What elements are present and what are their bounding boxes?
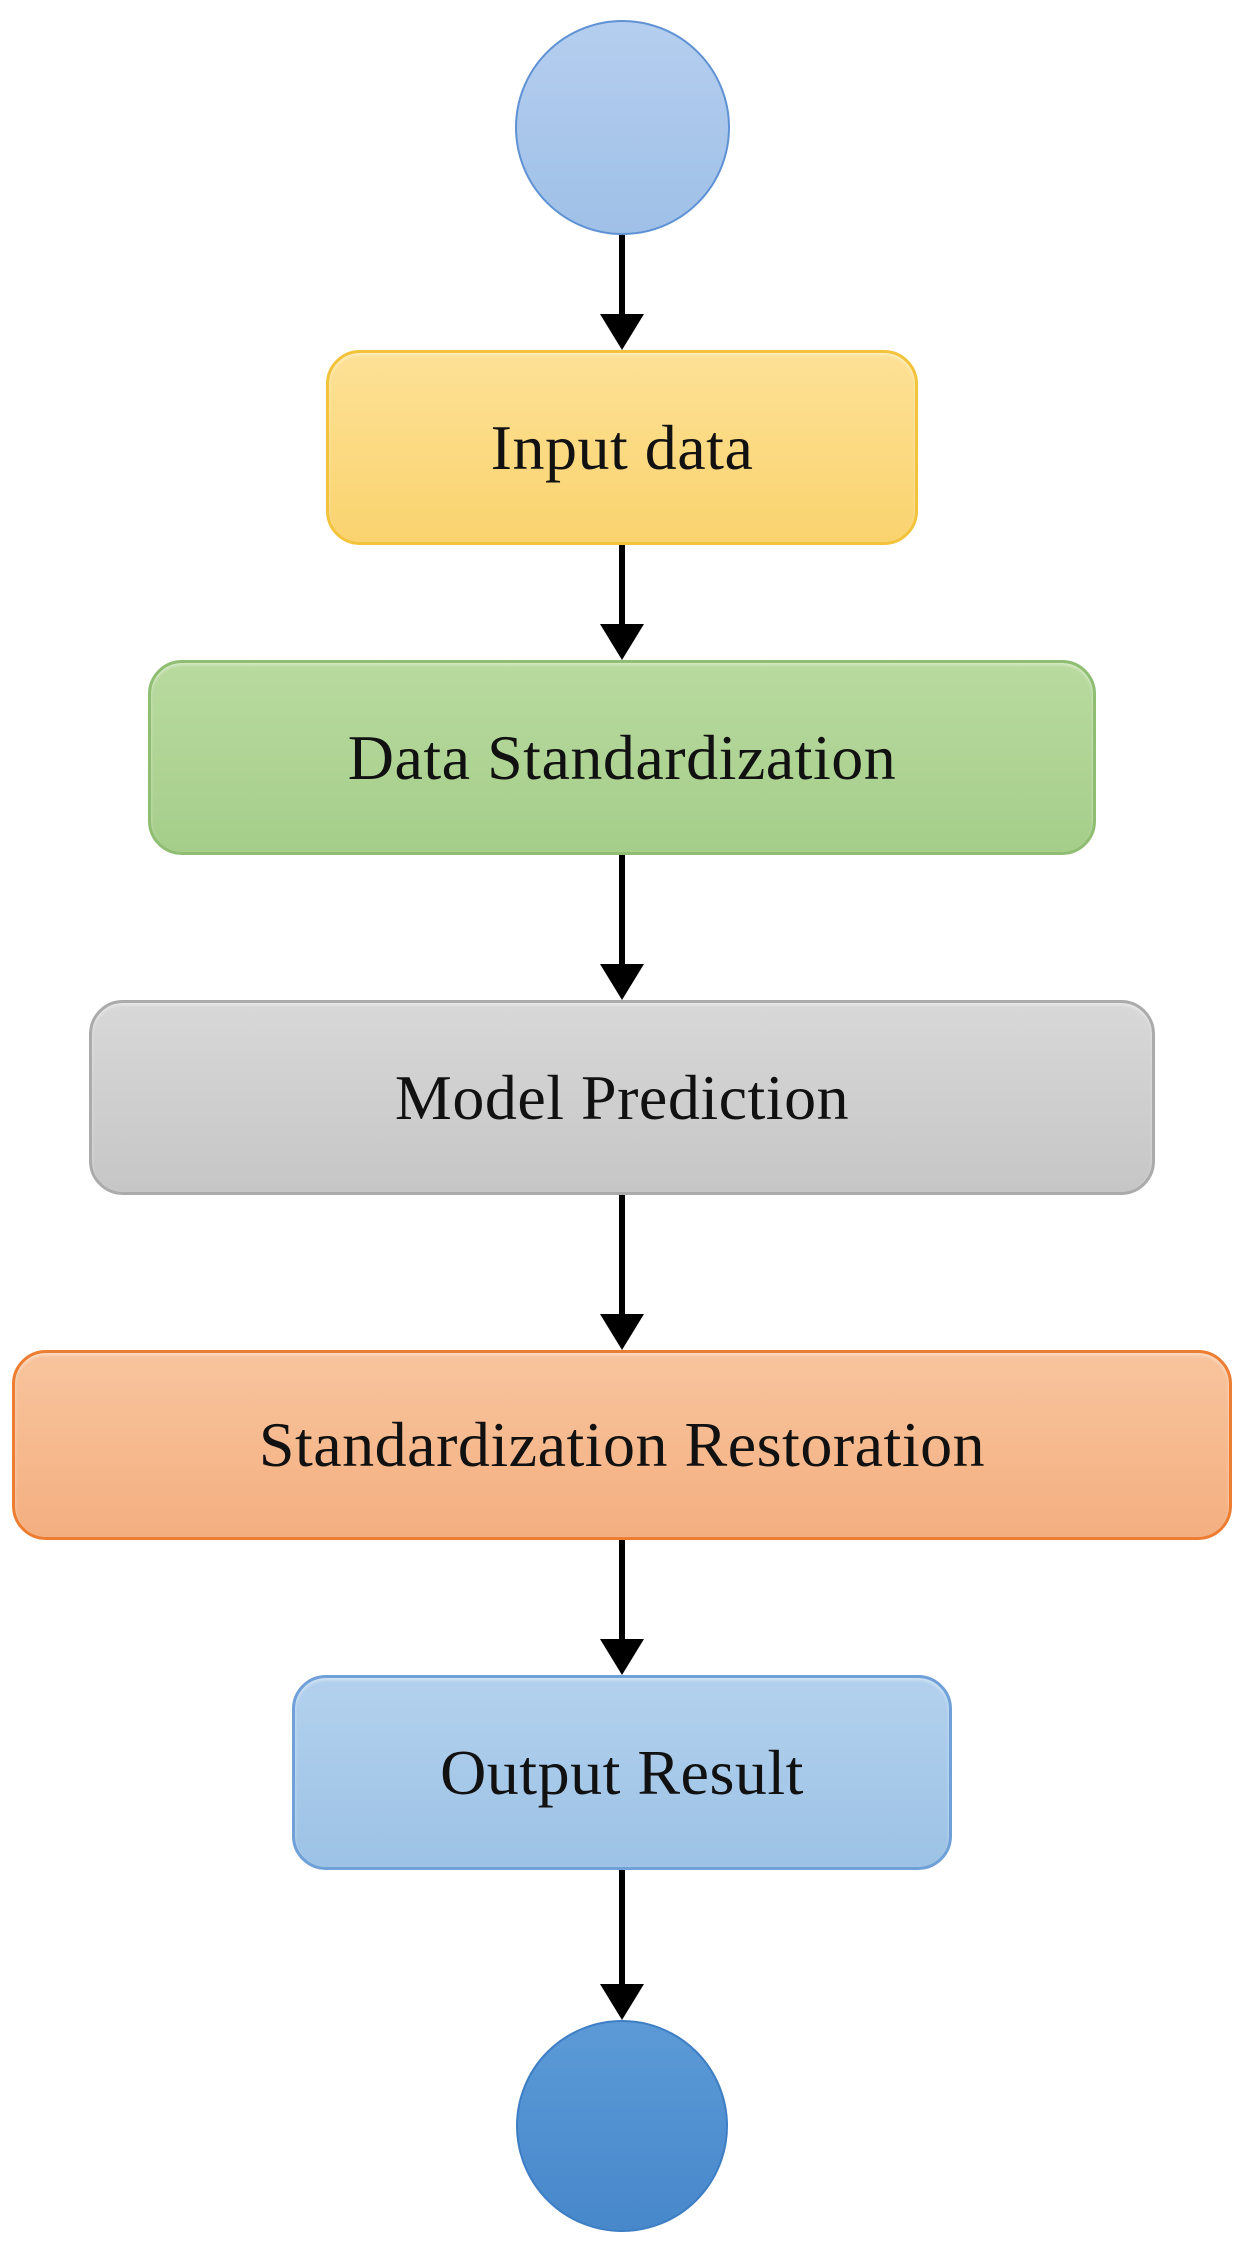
arrowhead-down-icon: [600, 1314, 644, 1350]
process-input-data: Input data: [326, 350, 918, 545]
process-label: Output Result: [440, 1736, 804, 1808]
process-data-standardization: Data Standardization: [148, 660, 1096, 855]
process-model-prediction: Model Prediction: [89, 1000, 1155, 1195]
process-label: Model Prediction: [394, 1061, 850, 1133]
arrow-shaft: [619, 545, 625, 624]
arrow-start-to-input: [600, 235, 644, 350]
arrowhead-down-icon: [600, 314, 644, 350]
arrow-shaft: [619, 855, 625, 964]
process-label: Standardization Restoration: [258, 1409, 986, 1480]
process-output-result: Output Result: [292, 1675, 952, 1870]
arrow-restoration-to-output: [600, 1540, 644, 1675]
arrow-shaft: [619, 235, 625, 314]
arrow-shaft: [619, 1540, 625, 1639]
arrow-shaft: [619, 1870, 625, 1984]
process-label: Input data: [490, 411, 754, 483]
arrowhead-down-icon: [600, 1984, 644, 2020]
arrow-standardization-to-prediction: [600, 855, 644, 1000]
arrow-input-to-standardization: [600, 545, 644, 660]
start-circle-node: [514, 20, 730, 235]
arrow-output-to-end: [600, 1870, 644, 2020]
arrowhead-down-icon: [600, 624, 644, 660]
flow-column: Input data Data Standardization Model Pr…: [12, 20, 1232, 2232]
arrowhead-down-icon: [600, 964, 644, 1000]
arrow-shaft: [619, 1195, 625, 1314]
arrow-prediction-to-restoration: [600, 1195, 644, 1350]
arrowhead-down-icon: [600, 1639, 644, 1675]
process-standardization-restoration: Standardization Restoration: [12, 1350, 1232, 1540]
end-circle-node: [516, 2020, 728, 2232]
process-label: Data Standardization: [347, 721, 897, 793]
